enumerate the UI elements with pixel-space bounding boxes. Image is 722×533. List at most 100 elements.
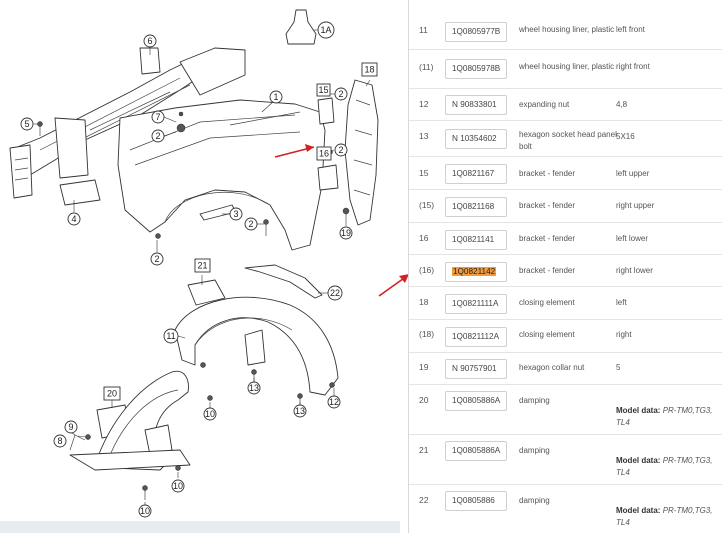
position-number: 16 — [419, 233, 429, 243]
svg-text:12: 12 — [329, 397, 339, 407]
position-number: (15) — [419, 200, 435, 210]
position-number: 11 — [419, 25, 428, 35]
part-description: bracket - fender — [519, 201, 576, 210]
part-note: 5X16 — [616, 132, 635, 141]
svg-text:18: 18 — [364, 65, 374, 75]
part-number-field[interactable]: 1Q0805978B — [445, 59, 507, 79]
part-description: hexagon socket head panel bolt — [519, 130, 617, 151]
callout-18: 18 — [361, 62, 378, 77]
part-number-field[interactable]: N 10354602 — [445, 129, 507, 149]
svg-text:9: 9 — [68, 422, 73, 432]
part-description: damping — [519, 446, 550, 455]
part-number-field[interactable]: 1Q0805977B — [445, 22, 507, 42]
callout-2c: 2 — [150, 252, 164, 266]
part-number-field[interactable]: 1Q0821141 — [445, 230, 507, 250]
callout-13b: 13 — [293, 404, 307, 418]
damping-21 — [187, 279, 226, 306]
svg-text:4: 4 — [71, 214, 76, 224]
part-description: bracket - fender — [519, 234, 576, 243]
part-note: right front — [616, 62, 650, 71]
svg-text:6: 6 — [147, 36, 152, 46]
callout-16: 16 — [316, 146, 332, 161]
svg-text:11: 11 — [166, 331, 175, 341]
part-number-field[interactable]: 1Q0821112A — [445, 327, 507, 347]
callout-2e: 2 — [334, 143, 348, 157]
position-number: 12 — [419, 99, 429, 109]
svg-text:15: 15 — [318, 85, 328, 95]
svg-text:22: 22 — [330, 288, 340, 298]
body-frame — [9, 47, 246, 206]
callout-2d: 2 — [334, 87, 348, 101]
closing-element — [344, 79, 379, 226]
table-row: 11 1Q0805977B wheel housing liner, plast… — [409, 0, 722, 50]
part-note: left upper — [616, 169, 650, 178]
svg-text:2: 2 — [338, 89, 343, 99]
svg-text:16: 16 — [319, 149, 329, 159]
svg-text:20: 20 — [107, 389, 117, 399]
position-number: 15 — [419, 168, 429, 178]
part-description: closing element — [519, 298, 575, 307]
table-row: 12 N 90833801 expanding nut 4,8 — [409, 89, 722, 121]
part-number-field[interactable]: N 90833801 — [445, 95, 507, 115]
callout-13a: 13 — [247, 381, 261, 395]
svg-text:7: 7 — [155, 112, 160, 122]
callout-20: 20 — [103, 386, 121, 401]
part-number-field[interactable]: 1Q0821142 — [445, 262, 507, 282]
table-row: (18) 1Q0821112A closing element right — [409, 320, 722, 353]
part-number-field[interactable]: N 90757901 — [445, 359, 507, 379]
svg-text:1: 1 — [273, 92, 278, 102]
callout-2a: 2 — [151, 129, 165, 143]
position-number: 22 — [419, 495, 429, 505]
callout-15: 15 — [316, 83, 331, 97]
svg-text:3: 3 — [233, 209, 238, 219]
callout-5: 5 — [20, 117, 34, 131]
exploded-parts-diagram: 1 6 5 7 2 4 3 2 2 15 2 16 2 18 19 21 22 … — [0, 9, 409, 533]
part-number-field[interactable]: 1Q0805886A — [445, 391, 507, 411]
callout-11: 11 — [163, 328, 179, 344]
diagram-canvas: 1 6 5 7 2 4 3 2 2 15 2 16 2 18 19 21 22 … — [9, 9, 379, 518]
callout-10c: 10 — [138, 504, 152, 518]
wheel-liner-lower — [94, 370, 189, 471]
damping-22 — [244, 264, 323, 299]
table-row: 13 N 10354602 hexagon socket head panel … — [409, 121, 722, 157]
svg-text:5: 5 — [24, 119, 29, 129]
part-number-field[interactable]: 1Q0821111A — [445, 294, 507, 314]
svg-text:13: 13 — [249, 383, 259, 393]
table-row: 19 N 90757901 hexagon collar nut 5 — [409, 353, 722, 385]
part-number-field[interactable]: 1Q0805886A — [445, 441, 507, 461]
part-note: right lower — [616, 266, 653, 275]
part-description: closing element — [519, 330, 575, 339]
part-number-field[interactable]: 1Q0805886 — [445, 491, 507, 511]
callout-8: 8 — [53, 434, 67, 448]
part-number-field[interactable]: 1Q0821168 — [445, 197, 507, 217]
callout-bubbles: 1 6 5 7 2 4 3 2 2 15 2 16 2 18 19 21 22 … — [20, 21, 378, 518]
callout-6: 6 — [143, 34, 157, 48]
callout-7: 7 — [151, 110, 165, 124]
part-description: wheel housing liner, plastic — [519, 62, 615, 71]
row-pointer-arrow — [378, 274, 409, 297]
callout-10a: 10 — [203, 407, 217, 421]
svg-text:10: 10 — [173, 481, 183, 491]
svg-text:2: 2 — [154, 254, 159, 264]
table-row: (11) 1Q0805978B wheel housing liner, pla… — [409, 50, 722, 89]
part-note: right — [616, 330, 632, 339]
leader-lines — [33, 29, 371, 505]
position-number: (16) — [419, 265, 435, 275]
part-note: 4,8 — [616, 100, 628, 109]
svg-text:2: 2 — [155, 131, 160, 141]
callout-12: 12 — [327, 395, 341, 409]
part-description: hexagon collar nut — [519, 363, 585, 372]
wheel-liner-upper — [174, 296, 339, 396]
part-note: right upper — [616, 201, 655, 210]
part-note: left lower — [616, 234, 649, 243]
svg-text:2: 2 — [338, 145, 343, 155]
part-number-field[interactable]: 1Q0821167 — [445, 164, 507, 184]
parts-table: 11 1Q0805977B wheel housing liner, plast… — [408, 0, 722, 533]
position-number: 20 — [419, 395, 429, 405]
svg-text:13: 13 — [295, 406, 305, 416]
table-row: 22 1Q0805886 damping Model data: PR-TM0,… — [409, 485, 722, 533]
reservoir-part — [285, 9, 317, 45]
part-description: wheel housing liner, plastic — [519, 25, 615, 34]
part-description: bracket - fender — [519, 169, 576, 178]
horizontal-scrollbar[interactable] — [0, 521, 400, 533]
